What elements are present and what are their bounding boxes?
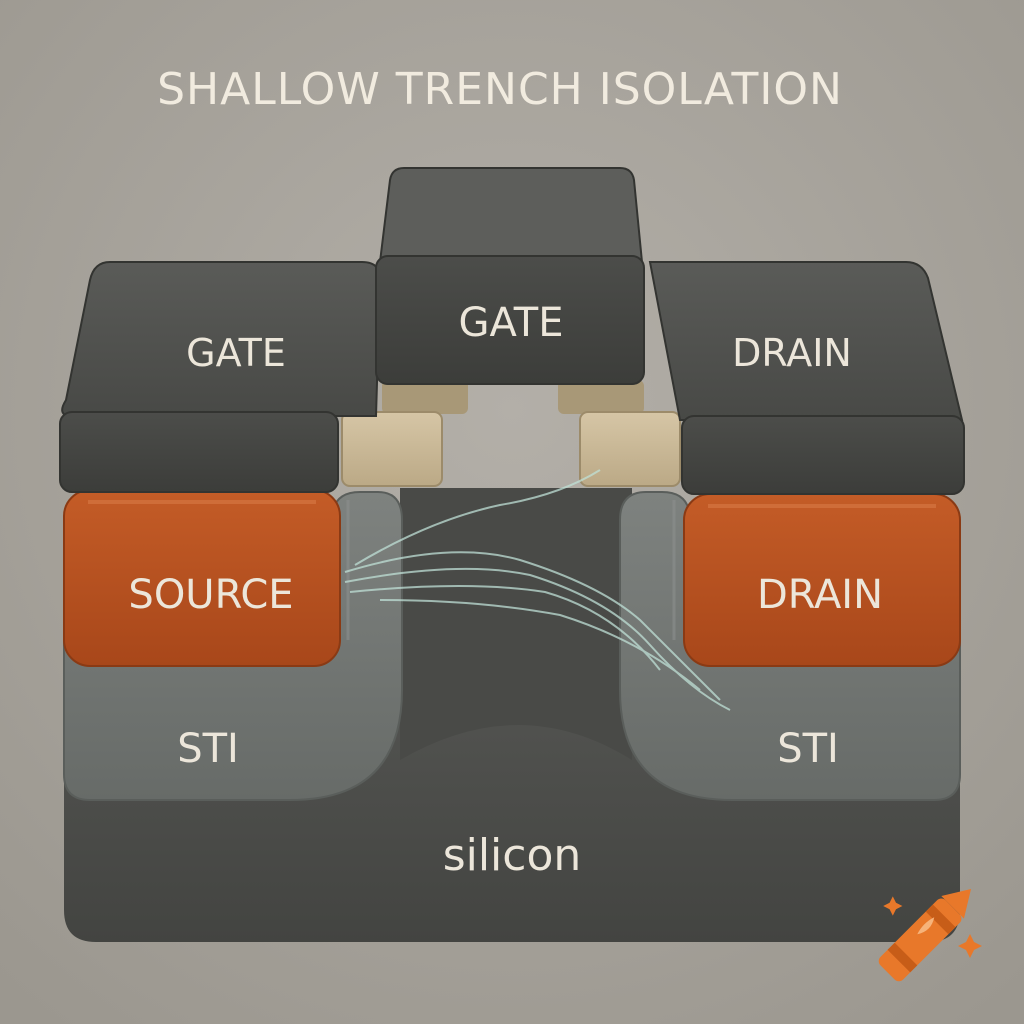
diagram-title: SHALLOW TRENCH ISOLATION xyxy=(157,64,843,115)
spacer-right xyxy=(558,380,681,487)
label-gate-top: GATE xyxy=(459,300,564,346)
label-sti-right: STI xyxy=(777,726,839,772)
source-block xyxy=(63,489,341,667)
gate-block-top xyxy=(375,167,645,385)
current-flow-lines xyxy=(344,469,731,711)
sparkle-icon xyxy=(883,896,903,916)
gate-block-left xyxy=(59,261,382,493)
label-gate-left: GATE xyxy=(186,331,286,375)
label-drain-top: DRAIN xyxy=(732,331,852,375)
spacer-left xyxy=(341,380,468,487)
label-drain-mid: DRAIN xyxy=(757,572,883,618)
label-source: SOURCE xyxy=(128,572,293,618)
crayon-icon xyxy=(878,888,972,982)
label-sti-left: STI xyxy=(177,726,239,772)
drain-block-top xyxy=(648,261,965,495)
label-silicon: silicon xyxy=(443,830,582,881)
sparkle-icon xyxy=(958,934,982,958)
channel-region xyxy=(400,488,632,760)
